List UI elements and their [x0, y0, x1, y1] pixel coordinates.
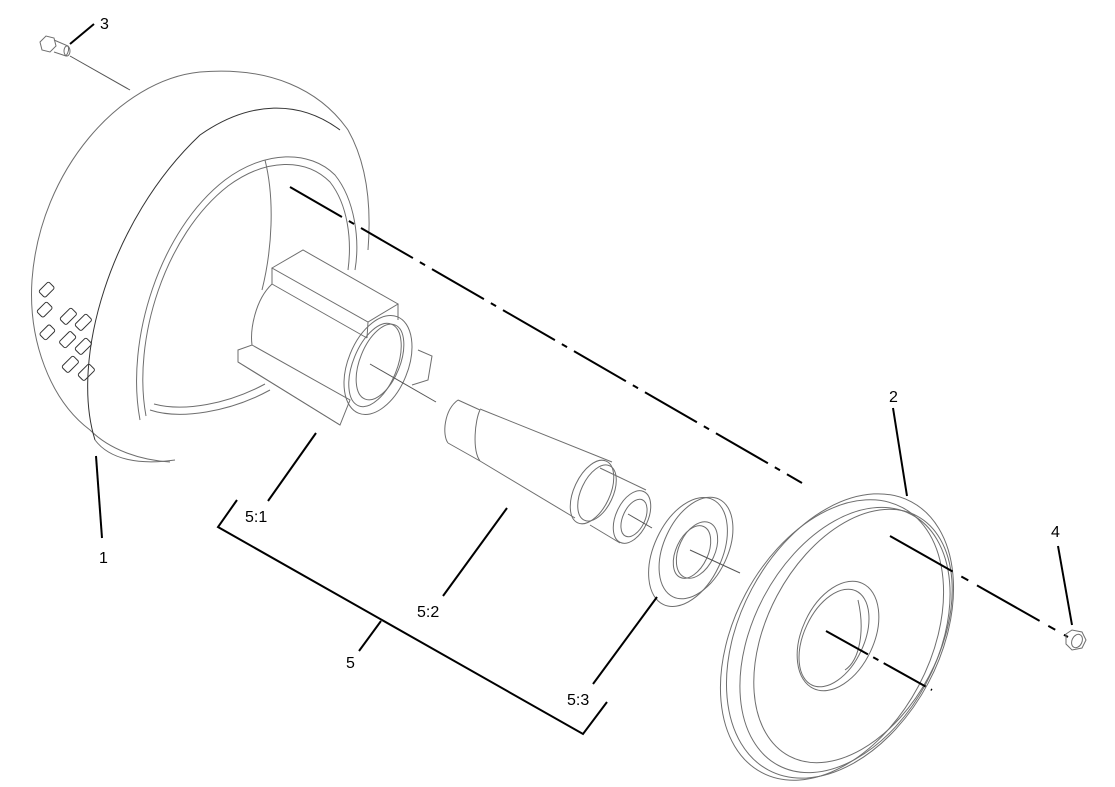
washer-part[interactable] [633, 485, 748, 619]
hub-centerline [825, 630, 933, 691]
spacer-part[interactable] [444, 399, 659, 549]
leader-1 [95, 455, 103, 539]
callout-5-1: 5:1 [245, 509, 267, 526]
bolt-part[interactable] [39, 35, 131, 91]
leader-4 [1057, 545, 1073, 626]
callout-4: 4 [1051, 524, 1060, 541]
callout-1: 1 [99, 550, 108, 567]
tire-part[interactable] [31, 70, 370, 463]
leader-5-3 [592, 596, 658, 685]
leader-5 [358, 620, 382, 652]
callout-5-2: 5:2 [417, 604, 439, 621]
leader-5-2 [442, 507, 508, 597]
leader-5-1 [267, 432, 317, 502]
callout-3: 3 [100, 16, 109, 33]
assembly-centerline [289, 186, 803, 484]
wheel-half-part[interactable] [675, 455, 1000, 787]
callout-2: 2 [889, 389, 898, 406]
kit-5-bracket [216, 499, 608, 736]
tread-pattern [36, 281, 95, 381]
callout-5-3: 5:3 [567, 692, 589, 709]
bearing-housing-part[interactable] [237, 249, 437, 426]
leader-2 [892, 407, 908, 497]
callout-labels: 3 1 5:1 5:2 5 5:3 2 4 [99, 16, 1060, 709]
nut-part[interactable] [1065, 629, 1087, 651]
nut-centerline [889, 535, 1069, 638]
callout-5: 5 [346, 655, 355, 672]
leader-lines [69, 23, 1073, 736]
leader-3 [69, 23, 95, 45]
